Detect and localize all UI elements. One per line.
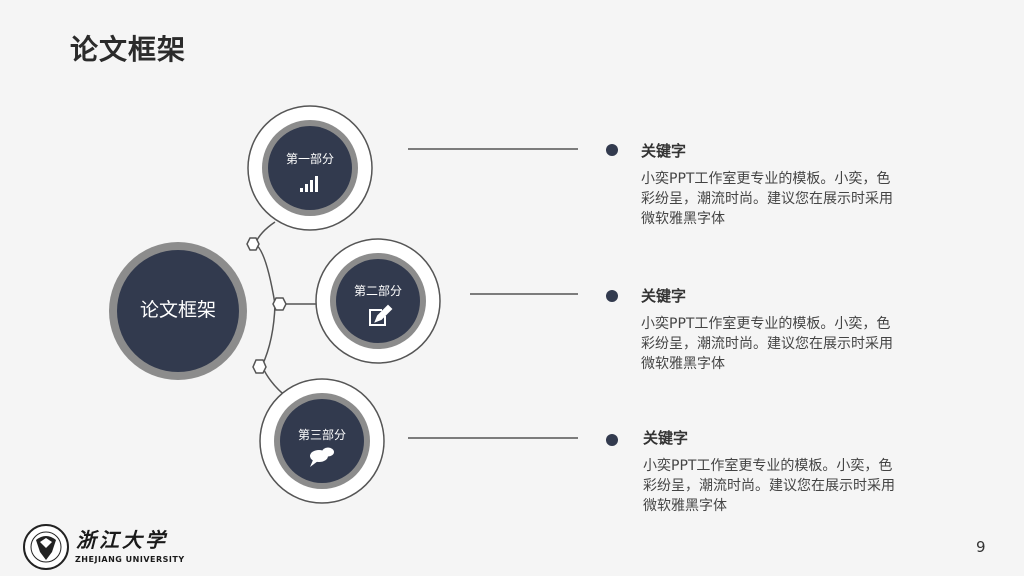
- center-circle: [109, 242, 247, 380]
- keyword-block-1: 关键字 小奕PPT工作室更专业的模板。小奕，色彩纷呈，潮流时尚。建议您在展示时采…: [641, 140, 911, 229]
- node-part-1: [247, 105, 373, 231]
- keyword-title: 关键字: [641, 142, 687, 160]
- node-part-2: [315, 238, 441, 364]
- joint-node-3: [252, 359, 267, 374]
- university-name-cn: 浙江大学: [76, 528, 168, 552]
- keyword-block-2: 关键字 小奕PPT工作室更专业的模板。小奕，色彩纷呈，潮流时尚。建议您在展示时采…: [641, 285, 911, 374]
- bullet-3: [606, 434, 618, 446]
- page-number: 9: [976, 538, 986, 556]
- node-label-2: 第二部分: [353, 284, 402, 298]
- edit-icon: [369, 304, 393, 326]
- joint-node-1: [246, 237, 260, 251]
- bullet-2: [606, 290, 618, 302]
- node-label-1: 第一部分: [285, 152, 334, 166]
- keyword-block-3: 关键字 小奕PPT工作室更专业的模板。小奕，色彩纷呈，潮流时尚。建议您在展示时采…: [643, 427, 913, 516]
- node-part-3: [259, 378, 385, 504]
- chat-bubbles-icon: [310, 447, 334, 467]
- node-label-3: 第三部分: [297, 428, 346, 442]
- keyword-body: 小奕PPT工作室更专业的模板。小奕，色彩纷呈，潮流时尚。建议您在展示时采用微软雅…: [641, 171, 893, 227]
- bullet-1: [606, 144, 618, 156]
- keyword-title: 关键字: [641, 287, 687, 305]
- university-name-en: ZHEJIANG UNIVERSITY: [75, 555, 185, 564]
- page-title: 论文框架: [70, 33, 187, 66]
- keyword-body: 小奕PPT工作室更专业的模板。小奕，色彩纷呈，潮流时尚。建议您在展示时采用微软雅…: [641, 316, 893, 372]
- university-seal-icon: [23, 524, 69, 570]
- keyword-body: 小奕PPT工作室更专业的模板。小奕，色彩纷呈，潮流时尚。建议您在展示时采用微软雅…: [643, 458, 895, 514]
- center-label: 论文框架: [139, 299, 216, 321]
- bar-chart-icon: [300, 176, 318, 192]
- keyword-title: 关键字: [643, 429, 689, 447]
- joint-node-2: [272, 297, 287, 311]
